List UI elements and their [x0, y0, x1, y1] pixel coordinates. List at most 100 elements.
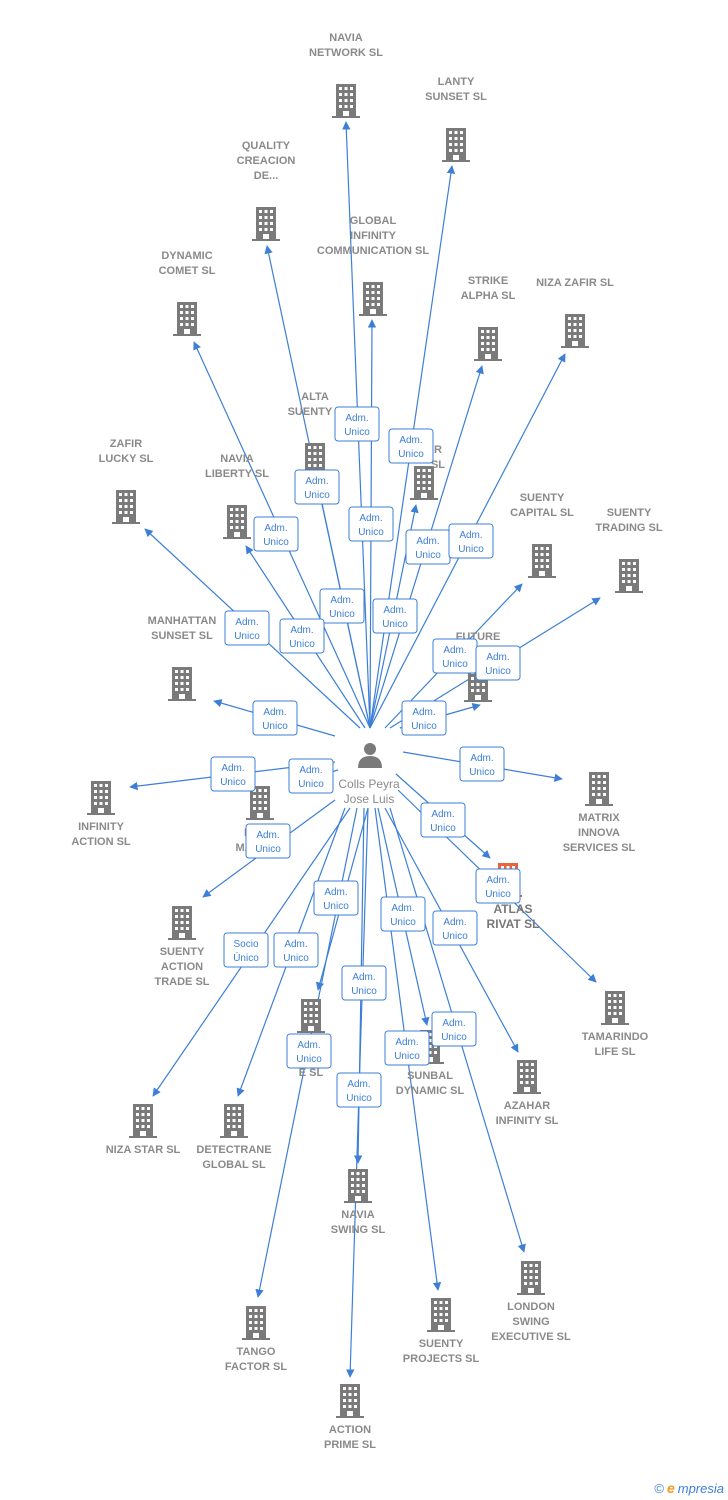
relation-label-29[interactable]: Adm.Unico [384, 1030, 430, 1066]
relation-label-5[interactable]: Adm.Unico [253, 516, 299, 552]
building-icon [615, 559, 643, 593]
relation-label-19[interactable]: Adm.Unico [420, 802, 466, 838]
person-name-line2: Jose Luis [344, 792, 395, 806]
relation-label-text: Único [233, 951, 259, 964]
company-label-quality-creacion-1: QUALITY [242, 140, 291, 152]
relation-label-text: Adm. [330, 595, 353, 606]
building-icon [242, 1306, 270, 1340]
relation-label-text: Adm. [345, 413, 368, 424]
relation-label-9[interactable]: Adm.Unico [224, 610, 270, 646]
company-label-suenty-capital-2: CAPITAL SL [510, 507, 574, 519]
relation-label-18[interactable]: Adm.Unico [459, 746, 505, 782]
company-label-infinity-action-1: INFINITY [78, 821, 124, 833]
relation-label-13[interactable]: Adm.Unico [475, 645, 521, 681]
relation-label-text: Adm. [470, 753, 493, 764]
relation-label-text: Unico [442, 659, 468, 670]
relation-label-11[interactable]: Adm.Unico [372, 598, 418, 634]
relation-label-22[interactable]: Adm.Unico [313, 880, 359, 916]
relation-label-14[interactable]: Adm.Unico [252, 700, 298, 736]
relation-label-text: Adm. [299, 765, 322, 776]
person-node[interactable]: Colls Peyra Jose Luis [338, 743, 400, 806]
person-icon [358, 743, 382, 768]
relation-label-4[interactable]: Adm.Unico [348, 506, 394, 542]
company-label-tamarindo-life-2: LIFE SL [595, 1046, 636, 1058]
relation-label-20[interactable]: Adm.Unico [245, 823, 291, 859]
relation-label-text: Adm. [412, 707, 435, 718]
building-icon [223, 505, 251, 539]
relation-label-box [224, 610, 270, 646]
relation-label-10[interactable]: Adm.Unico [279, 618, 325, 654]
relation-label-text: Unico [289, 639, 315, 650]
relation-label-7[interactable]: Adm.Unico [448, 523, 494, 559]
company-node-niza-zafir[interactable]: NIZA ZAFIR SL [536, 277, 614, 348]
relation-label-30[interactable]: Adm.Unico [431, 1011, 477, 1047]
company-node-quality-creacion[interactable]: QUALITYCREACIONDE... [237, 140, 296, 241]
relation-label-16[interactable]: Adm.Unico [210, 756, 256, 792]
relation-label-21[interactable]: Adm.Unico [475, 868, 521, 904]
company-label-suenty-projects-2: PROJECTS SL [403, 1353, 480, 1365]
brand-name: mpresia [677, 1480, 724, 1496]
relation-label-24[interactable]: Adm.Unico [432, 910, 478, 946]
building-icon [359, 282, 387, 316]
company-node-r-sl[interactable]: RSL [410, 444, 445, 500]
person-name-line1: Colls Peyra [338, 777, 400, 791]
relation-label-text: Adm. [263, 707, 286, 718]
company-node-niza-star[interactable]: NIZA STAR SL [106, 1104, 181, 1156]
relation-label-31[interactable]: Adm.Unico [336, 1072, 382, 1108]
company-label-tango-factor-1: TANGO [237, 1346, 276, 1358]
company-label-quality-creacion-3: DE... [254, 170, 278, 182]
relation-label-17[interactable]: Adm.Unico [288, 758, 334, 794]
relation-label-12[interactable]: Adm.Unico [432, 638, 478, 674]
relation-label-26[interactable]: Adm.Unico [273, 932, 319, 968]
relation-label-3[interactable]: Adm.Unico [294, 469, 340, 505]
relation-label-15[interactable]: Adm.Unico [401, 700, 447, 736]
relation-label-text: Unico [382, 619, 408, 630]
relation-label-2[interactable]: Adm.Unico [388, 428, 434, 464]
company-label-action-prime-2: PRIME SL [324, 1439, 376, 1451]
relation-label-text: Unico [283, 953, 309, 964]
relation-label-text: Unico [344, 427, 370, 438]
building-icon [474, 327, 502, 361]
relation-label-text: Unico [390, 917, 416, 928]
relation-label-23[interactable]: Adm.Unico [380, 896, 426, 932]
relation-label-text: Unico [485, 666, 511, 677]
company-label-dynamic-comet-2: COMET SL [159, 265, 216, 277]
relation-label-28[interactable]: Adm.Unico [286, 1033, 332, 1069]
building-icon [344, 1169, 372, 1203]
relation-label-box [245, 823, 291, 859]
building-icon [427, 1298, 455, 1332]
relation-label-1[interactable]: Adm. Unico [334, 406, 380, 442]
building-icon [168, 667, 196, 701]
company-label-zafir-lucky-2: LUCKY SL [99, 453, 154, 465]
relation-label-box [334, 406, 380, 442]
relation-label-8[interactable]: Adm.Unico [319, 588, 365, 624]
relation-label-6[interactable]: Adm.Unico [405, 529, 451, 565]
building-icon [168, 906, 196, 940]
relation-label-27[interactable]: Adm.Unico [341, 965, 387, 1001]
